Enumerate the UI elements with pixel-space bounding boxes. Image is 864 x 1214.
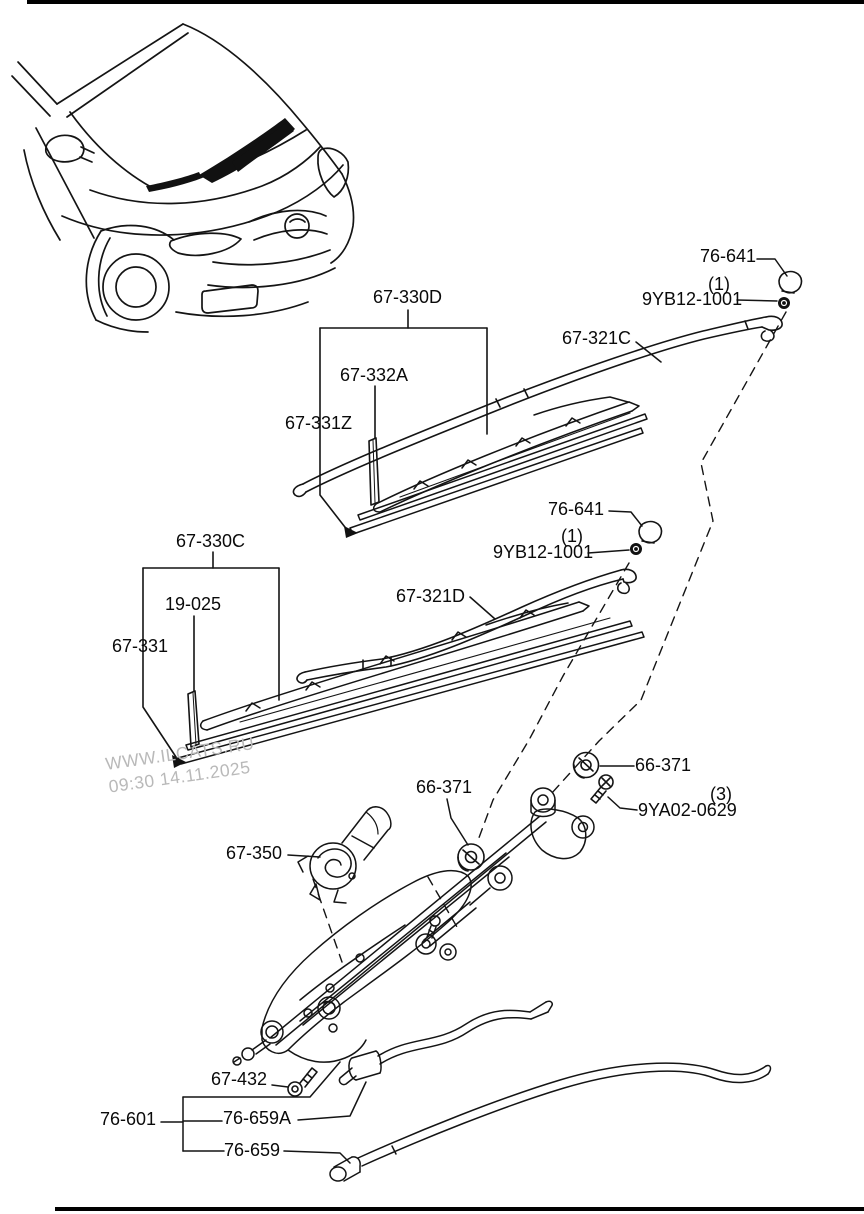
part-label-67-321D[interactable]: 67-321D xyxy=(396,586,466,606)
wiper-linkage-assembly xyxy=(232,787,595,1066)
part-label-67-330C[interactable]: 67-330C xyxy=(176,531,246,551)
part-label-66-371-left[interactable]: 66-371 xyxy=(416,777,473,797)
wiper-blade-lower xyxy=(172,601,645,768)
part-label-67-332A[interactable]: 67-332A xyxy=(340,365,409,385)
qty-label-mid: (1) xyxy=(561,526,583,546)
wiper-blade-upper xyxy=(344,396,648,538)
part-label-76-601[interactable]: 76-601 xyxy=(100,1109,157,1129)
bracket-upper xyxy=(319,309,488,532)
part-label-76-641-mid[interactable]: 76-641 xyxy=(548,499,605,519)
part-label-67-331[interactable]: 67-331 xyxy=(112,636,169,656)
part-label-67-331Z[interactable]: 67-331Z xyxy=(285,413,353,433)
pivot-cap-upper xyxy=(778,270,803,309)
bottom-border-line xyxy=(55,1207,864,1211)
washer-hose-long xyxy=(329,1062,772,1182)
grommet-right xyxy=(572,751,600,779)
qty-label-upper: (1) xyxy=(708,274,730,294)
part-label-67-350[interactable]: 67-350 xyxy=(226,843,283,863)
part-label-9YB12-1001-upper[interactable]: 9YB12-1001 xyxy=(642,289,743,309)
bracket-lower xyxy=(142,551,280,758)
part-label-67-321C[interactable]: 67-321C xyxy=(562,328,632,348)
wiper-silhouettes xyxy=(146,118,295,192)
part-label-9YB12-1001-mid[interactable]: 9YB12-1001 xyxy=(493,542,594,562)
part-label-76-659[interactable]: 76-659 xyxy=(224,1140,281,1160)
part-label-66-371-right[interactable]: 66-371 xyxy=(635,755,692,775)
part-label-9YA02-0629[interactable]: 9YA02-0629 xyxy=(638,800,737,820)
bolt-67-432 xyxy=(287,1067,318,1097)
part-label-19-025[interactable]: 19-025 xyxy=(165,594,222,614)
vehicle-sketch xyxy=(11,23,355,333)
wiper-arm-lower xyxy=(296,568,637,684)
qty-label-3: (3) xyxy=(710,784,732,804)
grommet-left xyxy=(457,843,485,872)
washer-hose-short xyxy=(338,1000,553,1086)
wiper-arm-upper xyxy=(292,315,783,498)
leader-lines xyxy=(160,258,788,1164)
top-border-line xyxy=(27,0,864,4)
part-label-76-641-upper[interactable]: 76-641 xyxy=(700,246,757,266)
wiper-motor xyxy=(297,806,392,904)
bolt-9YA02-0629 xyxy=(590,774,614,804)
pivot-cap-mid xyxy=(630,520,663,555)
part-label-67-330D[interactable]: 67-330D xyxy=(373,287,443,307)
part-label-67-432[interactable]: 67-432 xyxy=(211,1069,268,1089)
part-label-76-659A[interactable]: 76-659A xyxy=(223,1108,292,1128)
